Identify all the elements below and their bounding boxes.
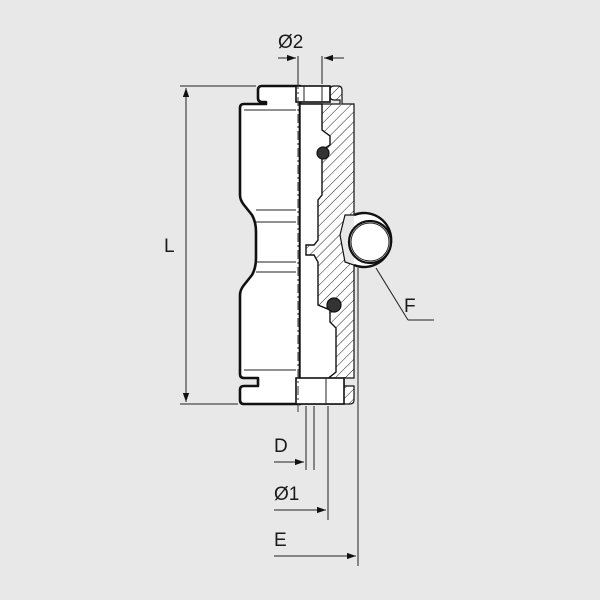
leader-port: F bbox=[375, 267, 434, 321]
label-diameter2: Ø2 bbox=[278, 32, 303, 53]
inner-bore bbox=[299, 103, 337, 381]
dimension-diameter1: Ø1 bbox=[274, 406, 329, 520]
fitting-body bbox=[238, 84, 355, 406]
collet-bottom bbox=[295, 377, 345, 405]
o-ring-bottom bbox=[326, 297, 342, 313]
body-detail-lines bbox=[244, 109, 296, 371]
dimension-overall: E bbox=[274, 268, 359, 566]
mounting-hole bbox=[347, 211, 393, 269]
label-inner-diameter: D bbox=[274, 436, 288, 457]
dimension-length: L bbox=[164, 85, 256, 405]
label-port: F bbox=[404, 296, 416, 317]
label-diameter1: Ø1 bbox=[274, 484, 299, 505]
body-outline-left bbox=[238, 84, 302, 406]
collet-top bbox=[295, 85, 331, 103]
label-overall: E bbox=[274, 530, 287, 551]
dimension-inner-diameter: D bbox=[274, 406, 315, 470]
o-ring-top bbox=[316, 146, 330, 160]
dimension-diameter2: Ø2 bbox=[278, 32, 344, 84]
label-length: L bbox=[164, 236, 175, 257]
